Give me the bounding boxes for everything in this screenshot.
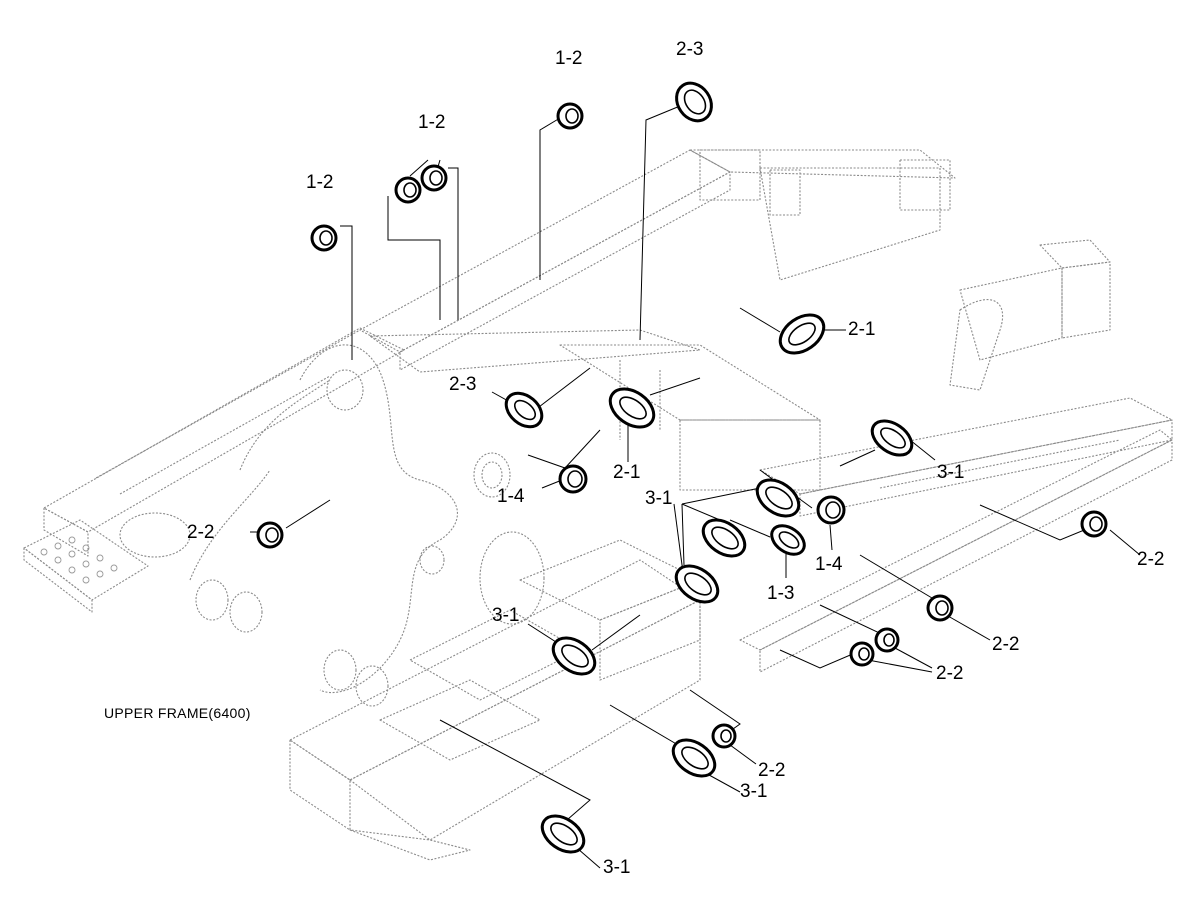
grommet-2-2-far-right bbox=[1080, 510, 1108, 538]
callout-1-2-left: 1-2 bbox=[306, 172, 334, 193]
grommet-parts bbox=[256, 81, 1108, 854]
grommet-3-1-right bbox=[870, 419, 914, 457]
grommet-2-2-mid-right bbox=[926, 594, 954, 622]
callout-1-4-left: 1-4 bbox=[497, 486, 525, 507]
grommet-1-3 bbox=[770, 524, 806, 556]
grommet-2-1-mid bbox=[608, 387, 656, 429]
callout-2-1-upper-right: 2-1 bbox=[848, 319, 876, 340]
grommet-2-2-left bbox=[256, 521, 284, 549]
grommet-2-1-upper-right bbox=[778, 313, 826, 355]
grommet-1-4-right bbox=[816, 495, 846, 525]
callout-2-2-far-right: 2-2 bbox=[1137, 549, 1165, 570]
grommet-3-1-bottom-b bbox=[540, 814, 586, 854]
callout-1-2-top: 1-2 bbox=[555, 48, 583, 69]
grommet-2-3-top bbox=[675, 81, 713, 123]
grommet-2-2-bottom bbox=[711, 723, 737, 749]
grommet-3-1-center-a bbox=[755, 478, 801, 518]
leader-lines bbox=[250, 105, 1141, 869]
callout-2-2-mid-right: 2-2 bbox=[992, 634, 1020, 655]
callout-2-2-left: 2-2 bbox=[187, 522, 215, 543]
callout-3-1-center: 3-1 bbox=[645, 488, 673, 509]
callout-1-4-right: 1-4 bbox=[815, 554, 843, 575]
grommet-1-4-left bbox=[558, 464, 588, 494]
grommet-3-1-center-c bbox=[674, 564, 720, 604]
grommet-2-3-mid bbox=[504, 391, 544, 429]
callout-2-3-top: 2-3 bbox=[676, 39, 704, 60]
callout-1-3: 1-3 bbox=[767, 583, 795, 604]
callout-1-2-pair: 1-2 bbox=[418, 112, 446, 133]
callout-2-3-mid: 2-3 bbox=[449, 374, 477, 395]
grommet-1-2-top bbox=[556, 102, 584, 130]
callout-3-1-right: 3-1 bbox=[937, 462, 965, 483]
grommet-1-2-left bbox=[310, 224, 338, 252]
grommet-3-1-left-lower bbox=[551, 636, 597, 676]
grommet-2-2-pair-a bbox=[849, 641, 875, 667]
callout-3-1-bottom-a: 3-1 bbox=[740, 781, 768, 802]
diagram-caption: UPPER FRAME(6400) bbox=[104, 705, 251, 721]
grommet-3-1-center-b bbox=[701, 518, 747, 558]
callout-2-2-bottom: 2-2 bbox=[758, 760, 786, 781]
grommet-3-1-bottom-a bbox=[671, 738, 717, 778]
upper-frame-outline bbox=[23, 149, 1173, 861]
callout-3-1-bottom-b: 3-1 bbox=[603, 857, 631, 878]
grommet-2-2-pair-b bbox=[874, 627, 900, 653]
grommet-1-2-pair-a bbox=[394, 176, 422, 204]
callout-2-2-pair: 2-2 bbox=[936, 663, 964, 684]
callout-2-1-mid: 2-1 bbox=[613, 462, 641, 483]
grommet-1-2-pair-b bbox=[420, 164, 448, 192]
callout-3-1-left-lower: 3-1 bbox=[492, 605, 520, 626]
